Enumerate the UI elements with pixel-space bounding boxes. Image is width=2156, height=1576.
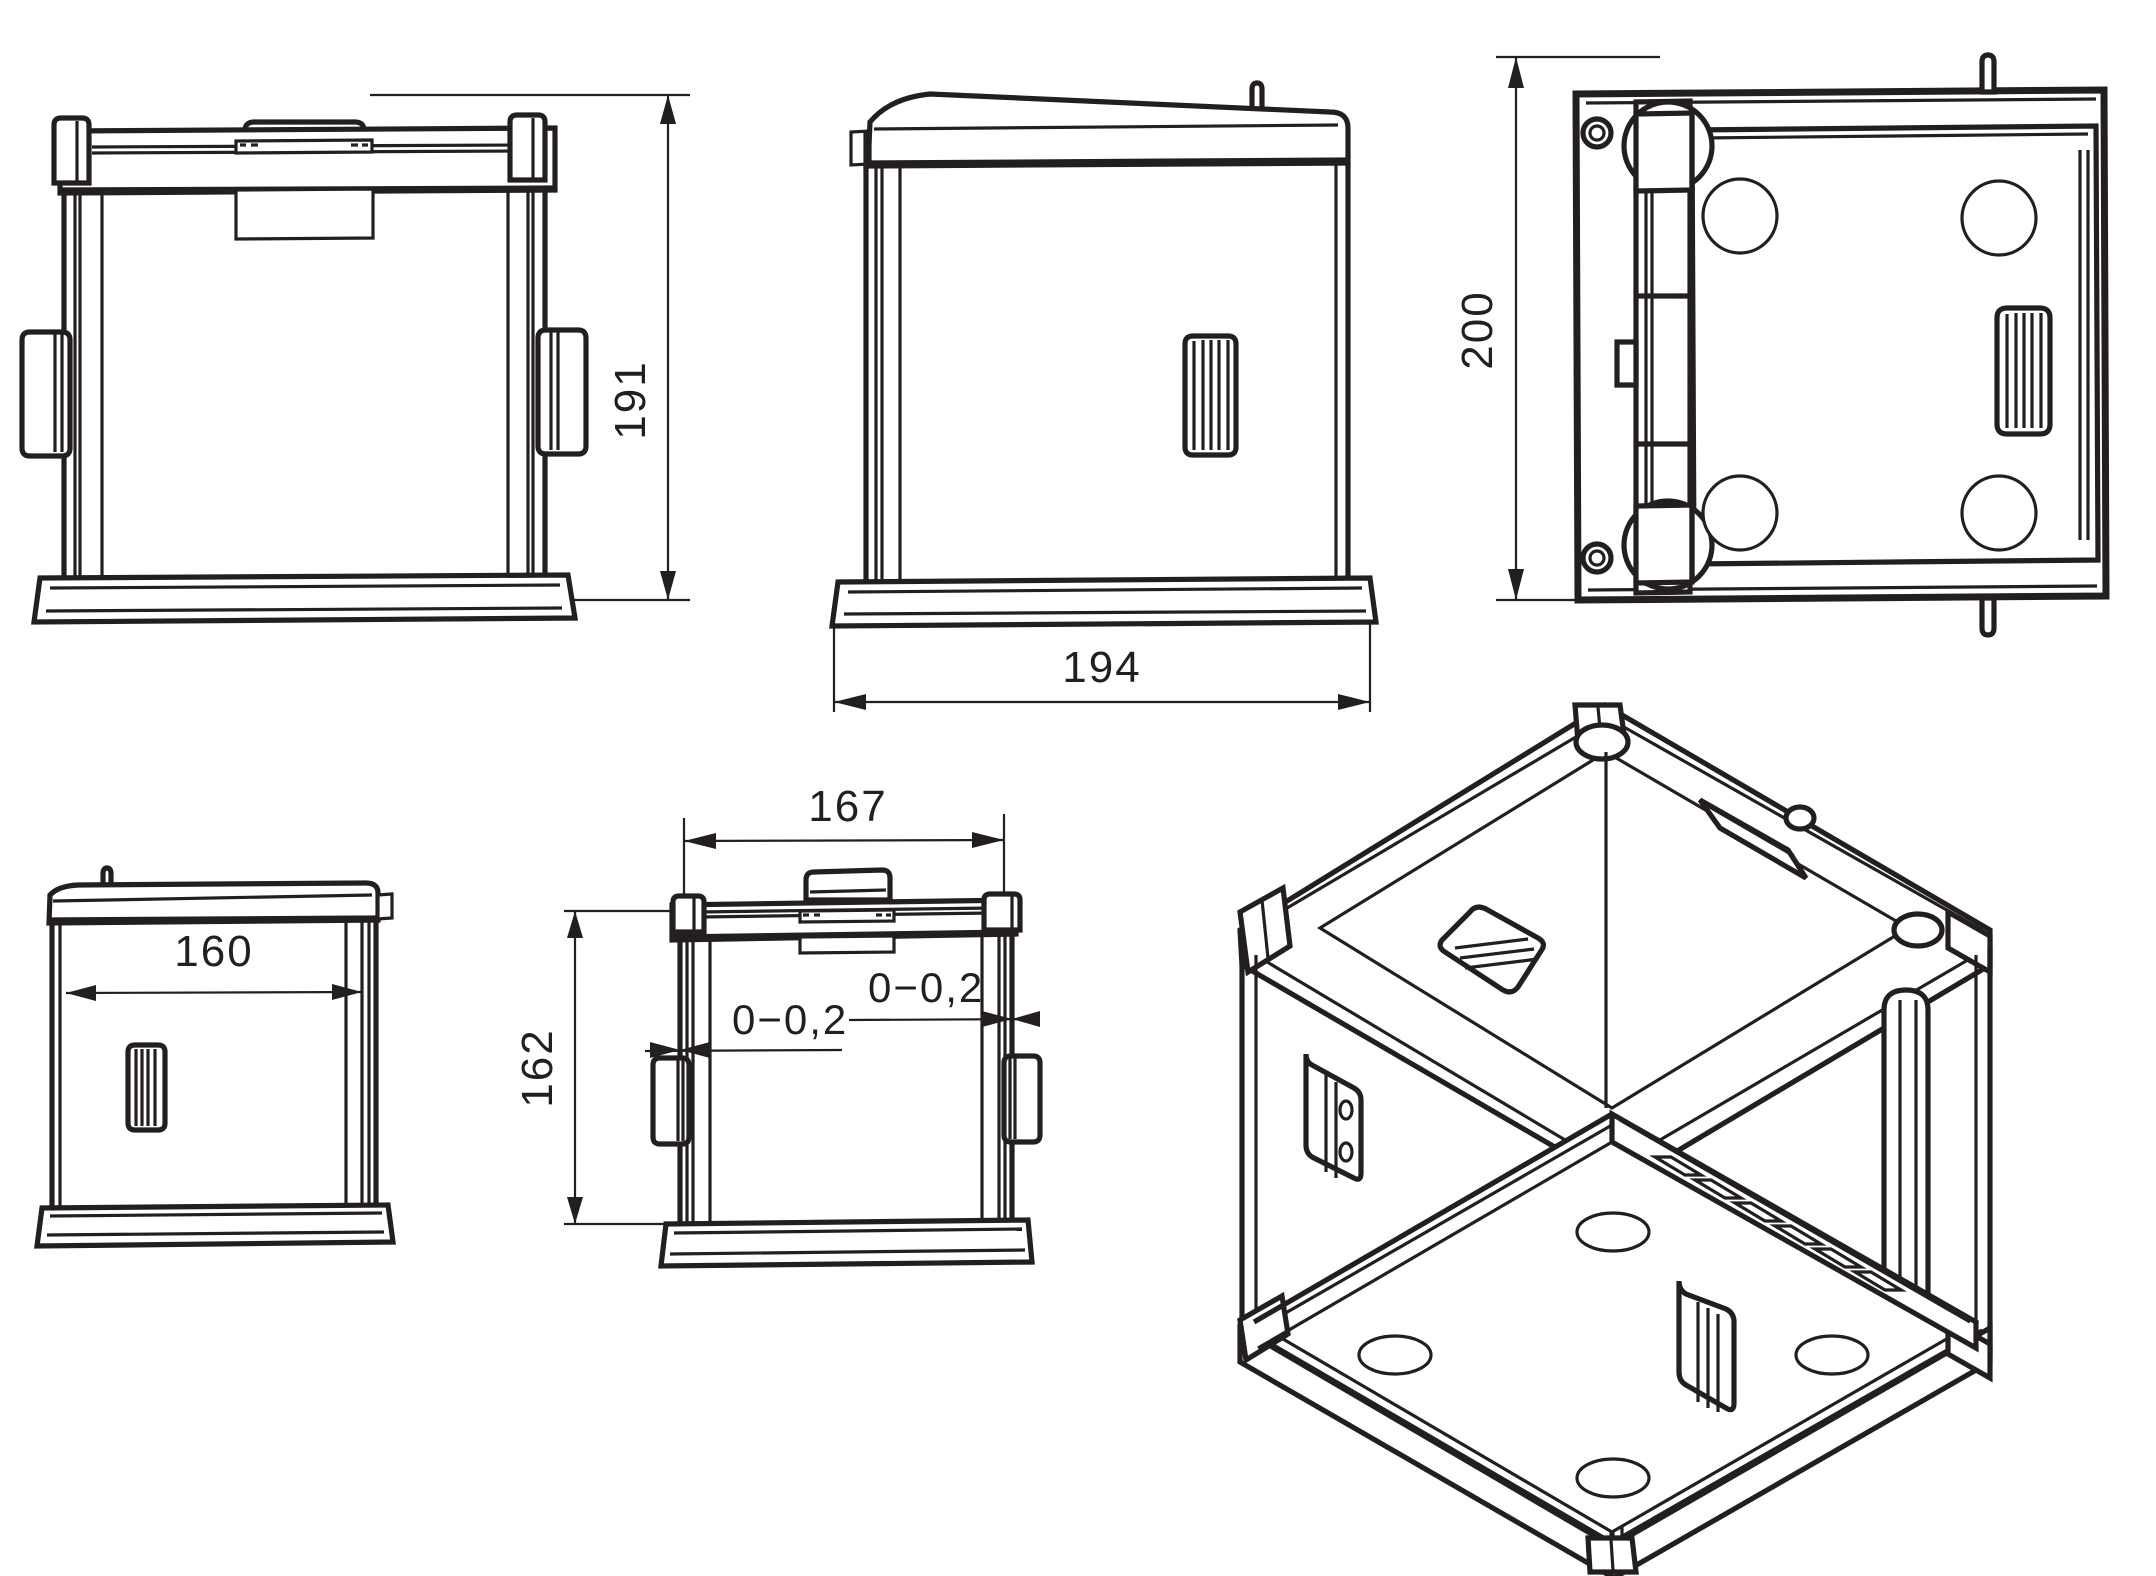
view-plan-top: 200: [1453, 52, 2110, 638]
rear-base-plinth: [34, 1202, 396, 1249]
section-lid-handle-strip: [798, 908, 896, 924]
side-base-plinth: [829, 575, 1379, 629]
dim-200-label: 200: [1453, 290, 1502, 369]
front-base-plinth: [31, 572, 579, 625]
rear-lid: [46, 880, 381, 926]
iso-shelf-slots: [1649, 1155, 1907, 1292]
front-side-latch-right: [535, 327, 589, 457]
iso-clip-top: [1437, 904, 1546, 995]
side-lid-ear-left: [849, 129, 872, 170]
side-body: [863, 163, 1351, 586]
plan-mounting-holes: [1701, 177, 2038, 552]
dim-167-line: [683, 832, 1005, 849]
dim-191-label: 191: [606, 360, 655, 439]
view-section-elevation: 167 162: [513, 782, 1043, 1269]
tol-left-label: 0−0,2: [732, 996, 848, 1043]
dim-167-label: 167: [808, 782, 887, 831]
dim-191-line: [660, 95, 676, 600]
iso-bottom-holes: [1357, 1211, 1870, 1499]
plan-screw-boss-top: [1580, 116, 1614, 150]
front-body: [61, 187, 548, 583]
rear-lid-ear-right: [376, 892, 394, 921]
plan-nub-bottom: [1979, 595, 1997, 638]
section-base-plinth: [658, 1217, 1035, 1269]
plan-hole-bottom-right: [1960, 474, 2038, 552]
iso-corner-block-left: [1237, 883, 1293, 977]
section-label-plate: [798, 934, 896, 955]
dim-160-label: 160: [174, 927, 253, 976]
side-latch-cylinder: [1182, 333, 1239, 458]
iso-hinge-barrel-left: [1573, 722, 1631, 762]
view-side-elevation: 194: [829, 80, 1379, 712]
section-side-latch-left: [650, 1055, 692, 1147]
section-corner-post-right: [981, 891, 1023, 933]
plan-hole-top-right: [1960, 179, 2038, 257]
dim-194-extension-lines: [832, 620, 1372, 712]
dim-162-line: [567, 911, 583, 1224]
iso-bottom-corner-front: [1585, 1535, 1639, 1575]
iso-clip-left: [1303, 1053, 1364, 1182]
view-isometric-3d: [1237, 701, 1993, 1576]
front-lid: [57, 125, 558, 196]
section-side-latch-right: [1001, 1053, 1043, 1145]
plan-right-ribs: [2078, 150, 2090, 540]
iso-bottom-plate: [1237, 1112, 1993, 1576]
dim-160-line: [65, 984, 363, 1001]
dim-194-line: [834, 694, 1370, 710]
dim-194-label: 194: [1062, 643, 1141, 692]
view-rear-elevation: 160: [34, 865, 396, 1249]
section-corner-post-left: [670, 893, 707, 935]
rear-body: [49, 918, 379, 1212]
iso-hole-front: [1575, 1457, 1651, 1499]
iso-hole-right: [1794, 1334, 1870, 1376]
plan-screw-boss-bottom: [1580, 541, 1614, 575]
iso-clip-bottom: [1676, 1280, 1737, 1413]
front-lid-handle-strip: [234, 138, 374, 155]
plan-nub-top: [1979, 52, 1997, 95]
dim-200-line: [1508, 57, 1524, 600]
tol-right-label: 0−0,2: [868, 964, 984, 1011]
plan-hole-bottom-left: [1701, 474, 1779, 552]
rear-latch-cylinder: [125, 1042, 168, 1133]
plan-hinge-barrel-top: [1621, 99, 1715, 194]
plan-latch-cylinder: [1994, 305, 2053, 437]
iso-hole-left: [1357, 1334, 1433, 1376]
front-label-plate: [234, 187, 375, 241]
plan-hinge-barrel-bottom: [1621, 498, 1715, 592]
iso-top-latch-plate: [1697, 797, 1817, 881]
iso-middle-shelf: [1252, 1109, 1979, 1353]
section-lid-latch-tab: [803, 867, 893, 903]
plan-hole-top-left: [1701, 177, 1779, 255]
iso-hinge-barrel-right: [1891, 911, 1945, 949]
dim-162-label: 162: [513, 1028, 562, 1107]
view-front-elevation: 191: [19, 93, 690, 625]
front-side-latch-left: [19, 329, 73, 459]
front-corner-post-left: [51, 115, 92, 186]
tol-left-leader: [644, 1042, 843, 1058]
front-corner-post-right: [507, 112, 548, 183]
tol-right-leader: [848, 1011, 1041, 1027]
side-lid: [865, 91, 1351, 169]
iso-hole-back: [1575, 1211, 1651, 1253]
plan-side-tab: [1614, 339, 1639, 388]
